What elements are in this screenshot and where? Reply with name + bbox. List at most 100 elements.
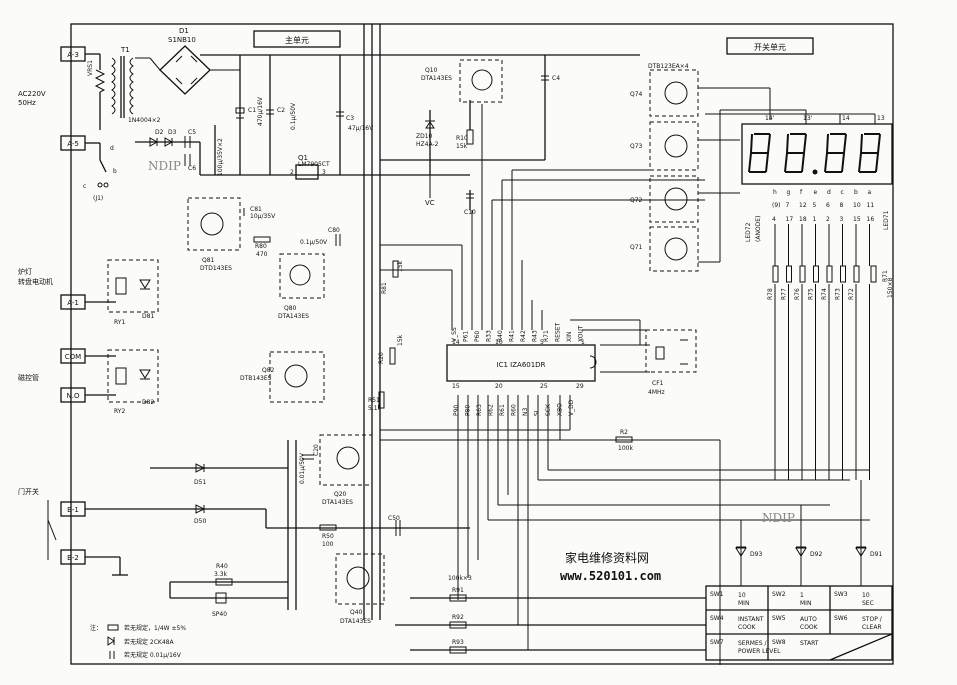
switch-id: SW8 [772,639,786,646]
door-diodes: D51 D50 R50 100 C50 [47,463,470,576]
switch-label-line2: MIN [738,600,749,607]
led-digit-label-4: 13 [877,115,885,122]
ic-top-pin-label: R71 [543,330,550,342]
segment-resistor [853,265,860,283]
zd10-part: HZ4A-2 [416,141,439,148]
outer-frame [70,23,894,665]
d1-part: S1NB10 [168,36,196,44]
terminal-a1-label: A-1 [67,299,79,307]
watermark-ndip-2: NDIP [762,511,795,525]
cf1-val: 4MHz [648,389,665,396]
led-segment-pin-b: 17 [786,216,794,223]
switch-id: SW2 [772,591,786,598]
ic-bottom-pin-label: R61 [499,404,506,416]
segment-resistor [870,265,877,283]
switch-label-line2: COOK [800,624,819,631]
terminal-b2-label: B-2 [67,554,79,562]
d93-label: D93 [750,551,762,558]
led-segment-letter: g [787,189,791,196]
switch-label: AUTO [800,616,817,623]
ic-bottom-pin-label: V_DD [568,399,575,416]
led-segment-pin-a: 8 [840,202,844,209]
r92-label: R92 [452,614,464,621]
led-seven-seg-digit [858,133,881,173]
ic-top-pin-label: R42 [520,330,527,342]
switch-id: SW1 [710,591,724,598]
lamp-label: 炉灯 [18,267,32,276]
led-segment-letter: f [800,189,803,196]
ic-top-pin-label: P60 [474,331,481,342]
t1-label: T1 [120,46,130,54]
bridge-rectifier [159,45,211,95]
led-seven-seg-digit [784,133,807,173]
watermark-ndip-1: NDIP [148,159,181,173]
r20-val: 15k [397,334,404,346]
digit-driver-array: DTB123EA×4 Q74 Q73 Q72 Q71 [630,63,876,272]
led-segment-letter: d [827,189,831,196]
ic-top-pin-label: V_SS [451,327,458,342]
segment-resistor [826,265,833,283]
switch-unit-label: 开关单元 [754,42,786,52]
switch-c-label: c [83,183,86,190]
switch-label: INSTANT [738,616,764,623]
segment-resistor-label: R76 [794,288,801,300]
r71-label: R71 [882,270,889,282]
switch-id: SW7 [710,639,724,646]
ic-pin-25: 25 [540,383,548,390]
vc-label: VC [425,199,435,207]
q71-label: Q71 [630,244,643,251]
d2-label: D2 [155,129,164,136]
main-unit-label: 主单元 [285,35,309,45]
led71-label: LED71 [883,210,890,230]
led-digit-label-2: 13' [803,115,813,122]
switch-label: 10 [738,592,746,599]
led-segment-pin-a: 7 [786,202,790,209]
d51-label: D51 [194,479,206,486]
cap-pair-label: 100μ/35V×2 [217,138,224,176]
c20-label: C20 [313,444,320,456]
crystal-cf1: CF1 4MHz [645,329,697,396]
led-segment-pin-b: 4 [772,216,776,223]
switch-id: SW3 [834,591,848,598]
zd10-label: ZD10 [416,133,433,140]
buzzer-section: R40 3.3k SP40 Q40 DTA143ES [169,553,385,625]
r2-val: 100k [618,445,633,452]
r81-val: 15k [397,260,404,272]
q10-section: Q10 DTA143ES R10 15k ZD10 HZ4A-2 VC C4 C… [380,55,560,216]
notes-line1: 若无规定，1/4W ±5% [124,624,186,632]
d82-label: D82 [142,399,154,406]
switch-label-line2: MIN [800,600,811,607]
q82-section: Q82 DTB143ES R20 15k R51 5.1k [240,334,404,412]
r80-val: 470 [256,251,268,258]
q82-part: DTB143ES [240,375,272,382]
led-segment-pin-b: 15 [853,216,861,223]
r91-value: 100k×3 [448,575,472,582]
c1-val: 470μ/16V [257,96,264,126]
led-segment-letter: b [854,189,858,196]
q80-label: Q80 [284,305,297,312]
notes-line2: 若无规定 2CK48A [124,638,174,646]
dtb-array-label: DTB123EA×4 [648,63,689,70]
led-seven-seg-digit [824,133,847,173]
q80-part: DTA143ES [278,313,309,320]
r10-val: 15k [456,143,468,150]
led-segment-pin-a: 5 [813,202,817,209]
r40-label: R40 [216,563,228,570]
c81-label: C81 [250,206,262,213]
ic-bottom-pin-label: P90 [453,405,460,416]
led-segment-pin-b: 3 [840,216,844,223]
vertical-buses [287,24,381,620]
c2-val: 0.1μ/50V [290,102,297,130]
q1-pin2: 2 [290,169,294,176]
notes-line3: 若无规定 0.01μ/16V [124,651,182,659]
r51-val: 5.1k [368,405,382,412]
terminal-no-label: N.O [67,392,80,400]
switch-label-line2: CLEAR [862,624,882,631]
ic-pin-20: 20 [495,383,503,390]
q40-label: Q40 [350,609,363,616]
d92-label: D92 [810,551,822,558]
c6-label: C6 [188,165,196,172]
